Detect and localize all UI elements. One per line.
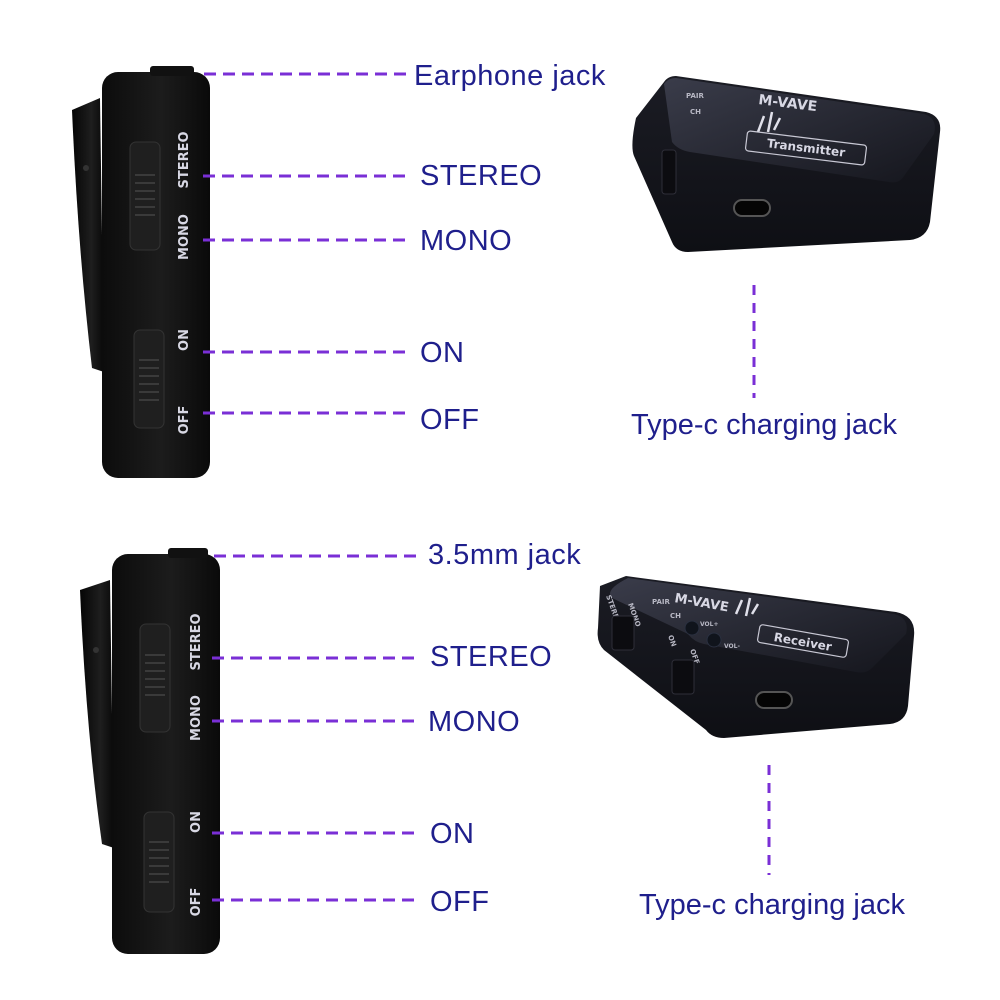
callout-receiver-mono: MONO	[428, 706, 521, 738]
earphone-jack-port	[150, 66, 194, 76]
leader-lines-top	[203, 72, 756, 415]
receiver-side-label-on: ON	[666, 634, 678, 648]
brand-logo-icon	[756, 111, 782, 133]
receiver-switch-ridges	[145, 654, 165, 696]
receiver-logo-icon	[734, 597, 760, 617]
receiver-side-switch-1	[611, 615, 635, 651]
switch-ridges	[135, 174, 155, 216]
power-switch	[133, 329, 165, 429]
jack-port-receiver	[168, 548, 208, 558]
callout-mono: MONO	[420, 225, 513, 257]
callout-receiver-off: OFF	[430, 886, 490, 918]
transmitter-label-ch: CH	[690, 108, 701, 116]
transmitter-brand: M-VAVE	[758, 92, 818, 115]
transmitter-charging-label: Type-c charging jack	[631, 409, 897, 441]
usb-c-port-transmitter	[733, 199, 771, 217]
receiver-body-label-off: OFF	[189, 888, 204, 917]
callout-on: ON	[420, 337, 465, 369]
power-switch-ridges	[139, 359, 159, 401]
receiver-body-label-on: ON	[189, 811, 204, 833]
transmitter-side-view: STEREO MONO ON OFF	[72, 66, 210, 478]
receiver-label-ch: CH	[670, 612, 681, 620]
body-label-mono: MONO	[177, 214, 192, 260]
transmitter-module-top	[664, 78, 935, 183]
receiver-side-switch-2	[671, 659, 695, 695]
receiver-label-pair: PAIR	[652, 598, 671, 606]
receiver-body-label-mono: MONO	[189, 695, 204, 741]
receiver-power-switch	[143, 811, 175, 913]
receiver-badge-frame	[756, 624, 850, 658]
body-label-off: OFF	[177, 406, 192, 435]
body-label-on: ON	[177, 329, 192, 351]
clip-rivet-receiver	[93, 647, 99, 653]
transmitter-side-switch	[661, 149, 677, 195]
transmitter-badge-frame	[744, 130, 868, 166]
receiver-label-vol-up: VOL+	[700, 621, 719, 628]
callout-receiver-stereo: STEREO	[430, 641, 553, 673]
receiver-label-vol-down: VOL-	[724, 643, 740, 650]
callout-earphone-jack: Earphone jack	[414, 60, 606, 92]
clip-rivet	[83, 165, 89, 171]
receiver-side-view: STEREO MONO ON OFF	[80, 548, 220, 954]
transmitter-label-pair: PAIR	[686, 92, 705, 100]
receiver-body-label-stereo: STEREO	[189, 613, 204, 670]
belt-clip-receiver	[80, 580, 114, 848]
transmitter-body	[102, 72, 210, 478]
callout-off: OFF	[420, 404, 480, 436]
transmitter-module: M-VAVE PAIR CH Transmitter	[632, 76, 941, 252]
callout-35mm-jack: 3.5mm jack	[428, 539, 582, 571]
receiver-body	[112, 554, 220, 954]
body-label-stereo: STEREO	[177, 131, 192, 188]
leader-lines-bottom	[212, 554, 771, 902]
vol-up-button	[684, 620, 700, 636]
receiver-charging-label: Type-c charging jack	[639, 889, 905, 921]
stereo-mono-switch	[129, 141, 161, 251]
usb-c-port-receiver	[755, 691, 793, 709]
belt-clip	[72, 98, 104, 372]
callout-stereo: STEREO	[420, 160, 543, 192]
vol-down-button	[706, 632, 722, 648]
receiver-module: M-VAVE PAIR CH VOL+ VOL- Receiver STEREO…	[597, 576, 915, 738]
receiver-module-top	[610, 578, 907, 673]
callout-receiver-on: ON	[430, 818, 475, 850]
receiver-power-ridges	[149, 841, 169, 883]
